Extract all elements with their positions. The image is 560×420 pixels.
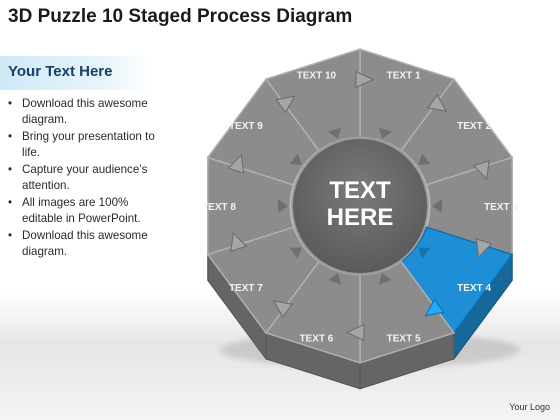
segment-label: TEXT 4	[457, 283, 491, 294]
inward-arrow	[289, 153, 302, 165]
inward-arrow	[378, 127, 392, 139]
inward-arrow	[378, 273, 392, 285]
bullet-item: Capture your audience’s attention.	[6, 162, 171, 194]
flow-arrow	[472, 160, 490, 181]
bullet-list: Download this awesome diagram. Bring you…	[6, 96, 171, 261]
page-title: 3D Puzzle 10 Staged Process Diagram	[8, 6, 353, 27]
flow-arrow	[475, 238, 493, 259]
flow-arrow	[275, 95, 296, 114]
bullet-item: Bring your presentation to life.	[6, 129, 171, 161]
segment-label: TEXT 1	[387, 71, 421, 82]
inward-arrow	[328, 127, 342, 139]
inward-arrow	[432, 199, 442, 213]
inward-arrow	[418, 153, 431, 165]
flow-arrow	[230, 231, 248, 252]
segment-label: TEXT 8	[202, 202, 236, 213]
logo-text: Your Logo	[509, 402, 550, 412]
diagram-labels: TEXT 1 TEXT 2 TEXT 3 TEXT 4 TEXT 5 TEXT 6 TEXT…	[202, 71, 518, 345]
flow-arrow	[427, 94, 448, 112]
segment-label: TEXT 3	[484, 202, 518, 213]
bullet-item: All images are 100% editable in PowerPoi…	[6, 195, 171, 227]
diagram-depth	[207, 157, 513, 390]
segment-label: TEXT 7	[229, 283, 263, 294]
flow-arrow	[424, 298, 445, 317]
sidebar-heading-bar: Your Text Here	[0, 56, 152, 90]
diagram-arrows	[227, 70, 493, 342]
inward-arrow	[289, 247, 302, 259]
sidebar-heading: Your Text Here	[8, 63, 113, 80]
flow-arrow	[227, 153, 245, 174]
flow-arrow	[272, 300, 293, 318]
inward-arrow	[278, 199, 288, 213]
bullet-item: Download this awesome diagram.	[6, 228, 171, 260]
diagram-segments	[206, 48, 514, 364]
segment-label: TEXT 6	[299, 333, 333, 344]
segment-label: TEXT 10	[297, 71, 337, 82]
bullet-item: Download this awesome diagram.	[6, 96, 171, 128]
segment-label: TEXT 9	[229, 121, 263, 132]
center-text-line2: HERE	[327, 204, 394, 231]
flow-arrow	[355, 70, 375, 89]
center-hub	[291, 137, 429, 275]
inward-arrow	[328, 273, 342, 285]
segment-label: TEXT 2	[457, 121, 491, 132]
segment-label: TEXT 5	[387, 333, 421, 344]
center-text-line1: TEXT	[329, 177, 391, 204]
inward-arrow	[418, 247, 431, 259]
flow-arrow	[345, 323, 365, 342]
